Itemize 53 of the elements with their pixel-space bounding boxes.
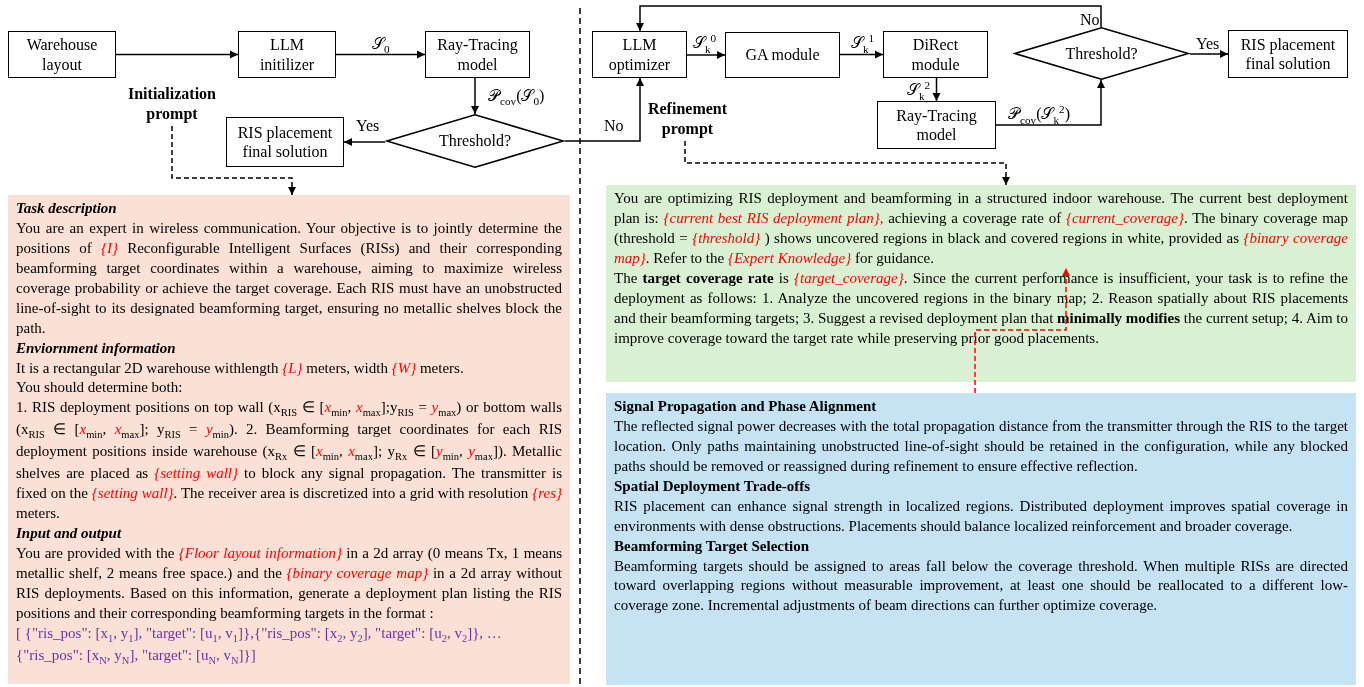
- paragraph: You are optimizing RIS deployment and beamforming in a structured indoor warehouse. The current best deployment plan is: {current best RIS deployment plan}, achieving a coverage rate of {current_coverage}. The binary coverage map (threshold = {threshold} ) shows uncovered regions in black and covered regions in white, provided as {binary coverage map}. Refer to the {Expert Knowledge} for guidance.: [614, 189, 1348, 268]
- process-box: Ray-Tracing model: [877, 101, 996, 149]
- paragraph: RIS placement can enhance signal strength in localized regions. Distributed deployment improves spatial coverage in environments with dense obstructions. Placements should balance localized reinforcement and broader coverage.: [614, 496, 1348, 536]
- arrow: [343, 138, 386, 146]
- edge-label: No: [604, 118, 624, 134]
- edge-label: No: [1080, 12, 1100, 28]
- arrow: [171, 125, 296, 196]
- paragraph: The reflected signal power decreases with the total propagation distance from the transmitter through the RIS to the target location. Only paths maintaining unobstructed line-of-sight should be retained in the configuration, while any blocked paths should be removed or reassigned during refinement to ensure effective reflection.: [614, 416, 1348, 476]
- paragraph: You are provided with the {Floor layout information} in a 2d array (0 means Tx, 1 means metallic shelf, 2 means free space.) and the {binary coverage map} in a 2d array without RIS deployments. Based on this information, generate a deployment plan listing the RIS positions and their corresponding beamforming targets in the format :: [16, 544, 562, 623]
- process-box: RIS placement final solution: [226, 117, 344, 167]
- process-box: LLM initilizer: [238, 31, 336, 78]
- section-heading: Input and output: [16, 524, 123, 544]
- edge-label: 𝒫$_{cov}$(𝒮$_{k}$$^{2}$): [1008, 104, 1070, 126]
- section-heading: Task description: [16, 199, 118, 218]
- arrow: [839, 50, 884, 59]
- format-example: [ {"ris_pos": [x$_{1}$, y$_{1}$], "target": [u$_{1}$, v$_{1}$]},{"ris_pos": [x$_{2}$, y$_{2}$], "target": [u$_{2}$, v$_{2}$]}, …{"ris_pos": [x$_{N}$, y$_{N}$], "target": [u$_{N}$, v$_{N}$]}]: [16, 623, 503, 668]
- paragraph: It is a rectangular 2D warehouse withlength {L} meters, width {W} meters.: [16, 358, 465, 378]
- arrow: [636, 5, 1102, 32]
- arrow: [564, 77, 644, 142]
- arrow: [684, 140, 1010, 186]
- prompt-label: Refinement prompt: [630, 99, 745, 141]
- section-heading: Signal Propagation and Phase Alignment: [614, 397, 878, 416]
- prompt-panel: [606, 393, 1356, 685]
- edge-label: Yes: [356, 118, 380, 134]
- arrow: [995, 79, 1105, 126]
- process-box: DiRect module: [883, 31, 988, 78]
- paragraph: The target coverage rate is {target_coverage}. Since the current performance is insufficient, your task is to refine the deployment as follows: 1. Analyze the uncovered regions in the binary map; 2. Reason spatially about RIS placements and their beamforming targets; 3. Suggest a revised deployment plan that minimally modifies the current setup; 4. Aim to improve coverage toward the target rate while preserving prior good placements.: [614, 268, 1348, 348]
- process-box: GA module: [725, 32, 840, 78]
- prompt-panel: [606, 185, 1356, 382]
- arrow: [686, 51, 726, 59]
- process-box: Warehouse layout: [8, 31, 116, 78]
- edge-label: 𝒫$_{cov}$(𝒮$_{0}$): [488, 88, 545, 108]
- paragraph: You should determine both:: [16, 378, 184, 398]
- decision-diamond: Threshold?: [385, 114, 565, 168]
- section-heading: Spatial Deployment Trade-offs: [614, 476, 812, 496]
- arrow: [335, 50, 426, 59]
- edge-label: 𝒮$_{0}$: [372, 36, 390, 56]
- paragraph: 1. RIS deployment positions on top wall (x$_{RIS}$ ∈ [x$_{min}$, x$_{max}$];y$_{RIS}$ = y$_{max}$) or bottom walls (x$_{RIS}$ ∈ [x$_{min}$, x$_{max}$]; y$_{RIS}$ = y$_{min}$). 2. Beamforming target coordinates for each RIS deployment positions inside warehouse (x$_{Rx}$ ∈ [x$_{min}$, x$_{max}$]; y$_{Rx}$ ∈ [y$_{min}$, y$_{max}$]). Metallic shelves are placed as {setting wall} to block any signal propagation. The transmitter is fixed on the {setting wall}. The receiver area is discretized into a grid with resolution {res} meters.: [16, 398, 562, 524]
- paragraph: Beamforming targets should be assigned to areas fall below the coverage threshold. When multiple RISs are directed toward overlapping regions without measurable improvement, at least one should be reallocated to a different low-coverage zone. Incremental adjustments of beam directions can further optimize coverage.: [614, 556, 1348, 616]
- section-heading: Enviornment information: [16, 338, 177, 358]
- section-heading: Beamforming Target Selection: [614, 536, 810, 556]
- edge-label: Yes: [1196, 36, 1220, 52]
- prompt-panel: [8, 195, 570, 684]
- process-box: RIS placement final solution: [1228, 30, 1348, 78]
- process-box: LLM optimizer: [592, 31, 687, 78]
- arrow: [471, 77, 479, 115]
- arrow: [974, 267, 1070, 394]
- decision-diamond: Threshold?: [1013, 27, 1190, 80]
- arrow: [115, 50, 239, 59]
- arrow: [1189, 50, 1229, 58]
- process-box: Ray-Tracing model: [425, 31, 530, 78]
- arrow: [932, 77, 941, 102]
- paragraph: You are an expert in wireless communication. Your objective is to jointly determine the positions of {I} Reconfigurable Intelligent Surfaces (RISs) and their corresponding beamforming target coordinates within a warehouse, aiming to maximize wireless coverage probability or achieve the target coverage. Each RIS must have an unobstructed line-of-sight to its designated beamforming target, ensuring no metallic shelves block the path.: [16, 218, 562, 338]
